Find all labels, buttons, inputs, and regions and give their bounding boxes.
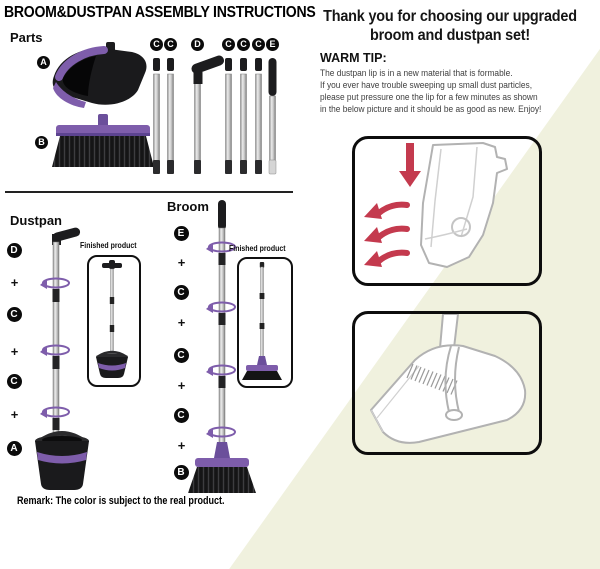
- warm-tip-line: please put pressure one the lip for a fe…: [320, 91, 538, 103]
- down-arrow-icon: [399, 143, 421, 187]
- warm-tip-line: If you ever have trouble sweeping up sma…: [320, 79, 533, 91]
- rotate-arrow-icon: [40, 277, 70, 289]
- dustpan-assembly-illustration: [35, 227, 89, 490]
- warm-tip-line: in the below picture and it should be as…: [320, 103, 542, 115]
- finished-product-label: Finished product: [80, 240, 137, 250]
- part-b-broom-illustration: [52, 114, 154, 167]
- warm-tip-heading: WARM TIP:: [320, 51, 387, 65]
- pole-label: C: [237, 38, 250, 51]
- broom-step-badge: C: [173, 348, 189, 363]
- dustpan-step-badge: A: [6, 441, 22, 456]
- part-badge-b: B: [35, 136, 48, 149]
- plus-sign: +: [10, 407, 19, 422]
- curve-arrow-icon: [364, 249, 410, 267]
- part-a-dustpan-illustration: [52, 42, 147, 108]
- plus-sign: +: [177, 438, 186, 453]
- pole-label: D: [191, 38, 204, 51]
- rotate-arrow-icon: [206, 241, 236, 253]
- broom-finished-illustration: [242, 262, 282, 380]
- rotate-arrow-icon: [40, 344, 70, 356]
- pole-label: E: [266, 38, 279, 51]
- part-badge-a: A: [37, 56, 50, 69]
- formed-lip-box: [352, 311, 542, 455]
- press-lip-illustration: [364, 142, 508, 268]
- parts-heading: Parts: [10, 30, 43, 45]
- dustpan-step-badge: C: [6, 374, 22, 389]
- rotate-arrow-icon: [206, 426, 236, 438]
- broom-assembly-illustration: [188, 200, 256, 493]
- warm-tip-text: The dustpan lip is in a new material tha…: [320, 68, 541, 116]
- pole-label: C: [252, 38, 265, 51]
- rotate-arrow-icon: [40, 406, 70, 418]
- plus-sign: +: [177, 378, 186, 393]
- dustpan-step-badge: C: [6, 307, 22, 322]
- plus-sign: +: [10, 344, 19, 359]
- formed-lip-illustration: [370, 314, 527, 444]
- page-title: BROOM&DUSTPAN ASSEMBLY INSTRUCTIONS: [4, 4, 316, 21]
- rotate-arrow-icon: [206, 301, 236, 313]
- pole-label: C: [164, 38, 177, 51]
- broom-finished-box: [237, 257, 293, 388]
- dustpan-finished-illustration: [96, 260, 128, 378]
- broom-heading: Broom: [167, 199, 209, 214]
- dustpan-finished-box: [87, 255, 141, 387]
- finished-product-label: Finished product: [229, 243, 286, 253]
- plus-sign: +: [177, 315, 186, 330]
- broom-step-badge: E: [173, 226, 189, 241]
- parts-poles-illustration: [153, 55, 277, 175]
- dustpan-step-badge: D: [6, 243, 22, 258]
- section-divider: [5, 191, 293, 193]
- pole-label: C: [222, 38, 235, 51]
- pole-label: C: [150, 38, 163, 51]
- dustpan-heading: Dustpan: [10, 213, 62, 228]
- plus-sign: +: [177, 255, 186, 270]
- warm-tip-line: The dustpan lip is in a new material tha…: [320, 68, 513, 79]
- rotate-arrow-icon: [206, 364, 236, 376]
- plus-sign: +: [10, 275, 19, 290]
- curve-arrow-icon: [364, 225, 410, 243]
- thank-you-line1: Thank you for choosing our upgraded: [323, 8, 577, 25]
- thank-you-title: Thank you for choosing our upgraded broo…: [312, 7, 587, 45]
- remark-text: Remark: The color is subject to the real…: [17, 495, 225, 507]
- press-lip-box: [352, 136, 542, 286]
- broom-step-badge: C: [173, 408, 189, 423]
- thank-you-line2: broom and dustpan set!: [369, 27, 531, 44]
- curve-arrow-icon: [364, 201, 410, 219]
- broom-step-badge: B: [173, 465, 189, 480]
- broom-step-badge: C: [173, 285, 189, 300]
